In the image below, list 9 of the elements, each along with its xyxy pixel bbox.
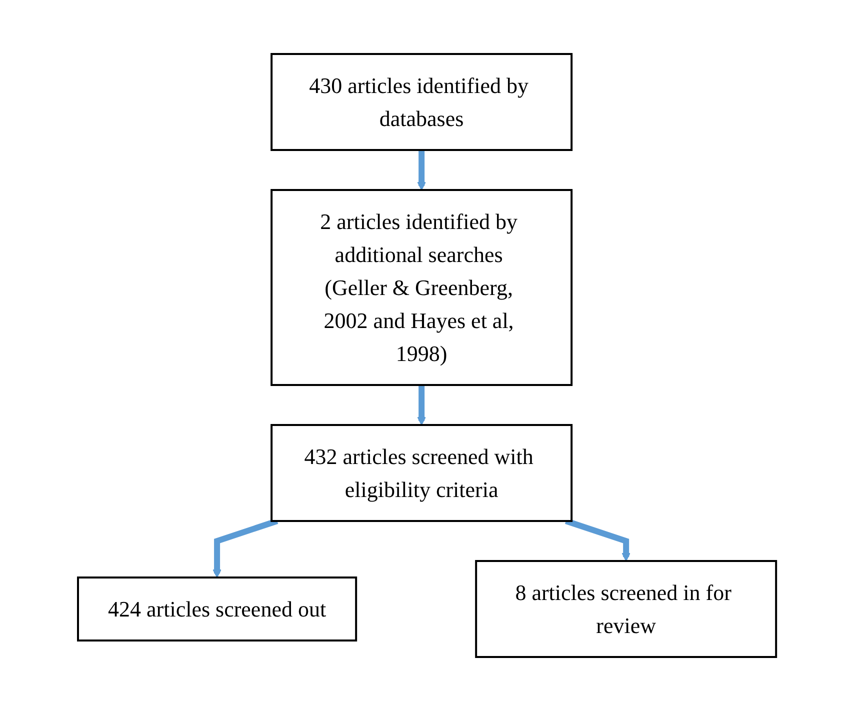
node-box: 424 articles screened out (77, 576, 358, 642)
node-box: 432 articles screened with eligibility criteria (271, 424, 573, 522)
node-box: 8 articles screened in for review (476, 560, 778, 658)
arrow (213, 518, 279, 578)
node-box: 2 articles identified by additional searches (Geller & Greenberg, 2002 and Hayes et al, 1998) (271, 189, 573, 386)
arrow (565, 518, 631, 562)
node-box: 430 articles identified by databases (271, 53, 573, 151)
arrow (418, 150, 426, 190)
arrow (418, 385, 426, 426)
